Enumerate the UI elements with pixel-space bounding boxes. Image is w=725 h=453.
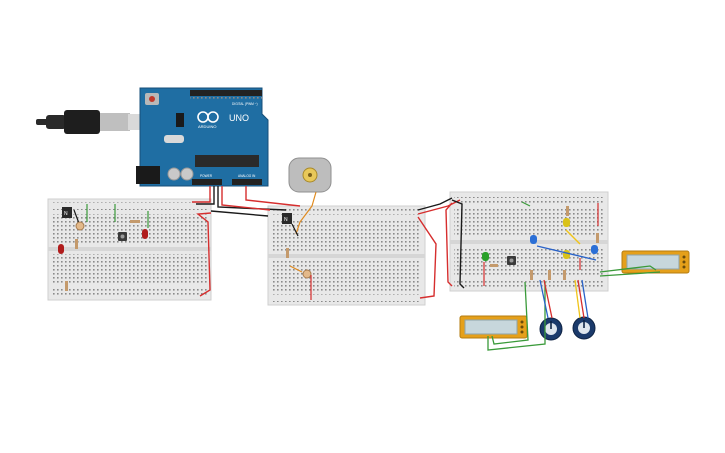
led-blue-2[interactable] bbox=[591, 245, 598, 254]
transistor-2-label: N bbox=[284, 217, 288, 223]
resistor-4 bbox=[286, 248, 289, 258]
wires-arduino bbox=[192, 186, 301, 297]
atmega-chip bbox=[195, 155, 259, 167]
lcd-display-1[interactable] bbox=[621, 250, 690, 274]
power-label: POWER bbox=[200, 174, 213, 178]
bb1-components: N bbox=[58, 204, 149, 291]
usb-cable bbox=[36, 110, 142, 134]
resistor-6 bbox=[596, 233, 599, 243]
power-jack bbox=[136, 166, 160, 184]
lcd-display-2[interactable] bbox=[459, 315, 528, 339]
transistor-1[interactable] bbox=[62, 207, 72, 218]
bb2-components: N bbox=[282, 191, 317, 300]
photoresistor-2[interactable] bbox=[302, 269, 312, 279]
resistor-8 bbox=[530, 270, 533, 280]
arduino-uno-board[interactable]: UNO ARDUINO DIGITAL (PWM ~) POWER ANALOG… bbox=[136, 87, 269, 187]
resistor-9 bbox=[548, 270, 551, 280]
analog-label: ANALOG IN bbox=[238, 174, 256, 178]
led-blue-1[interactable] bbox=[530, 235, 537, 244]
analog-header bbox=[232, 179, 262, 185]
digital-label: DIGITAL (PWM ~) bbox=[232, 102, 258, 106]
wires-peripherals bbox=[487, 265, 661, 351]
led-red-2[interactable] bbox=[58, 244, 64, 254]
breadboard-1[interactable] bbox=[47, 198, 212, 301]
led-green-1[interactable] bbox=[482, 252, 489, 261]
capacitor-2 bbox=[180, 167, 194, 181]
board-model-label: UNO bbox=[229, 113, 249, 123]
capacitor-1 bbox=[167, 167, 181, 181]
led-red-1[interactable] bbox=[142, 229, 148, 239]
bb3-components bbox=[482, 201, 599, 286]
potentiometer-1[interactable] bbox=[539, 317, 563, 341]
resistor-1 bbox=[130, 220, 140, 223]
crystal bbox=[164, 135, 184, 143]
led-yellow-1[interactable] bbox=[563, 218, 570, 227]
wires-bb2-bb3 bbox=[417, 197, 465, 299]
dc-motor[interactable] bbox=[288, 157, 332, 193]
resistor-7 bbox=[490, 264, 498, 267]
transistor-1-label: N bbox=[64, 211, 68, 217]
resistor-2 bbox=[75, 239, 78, 249]
board-brand-label: ARDUINO bbox=[198, 124, 216, 129]
transistor-2[interactable] bbox=[282, 213, 292, 224]
power-header bbox=[192, 179, 222, 185]
digital-header bbox=[190, 90, 262, 96]
resistor-10 bbox=[563, 270, 566, 280]
breadboard-3[interactable] bbox=[449, 191, 609, 292]
breadboard-2[interactable] bbox=[267, 205, 426, 306]
led-yellow-2[interactable] bbox=[563, 250, 570, 259]
resistor-3 bbox=[65, 281, 68, 291]
potentiometer-2[interactable] bbox=[572, 316, 596, 340]
photoresistor-1[interactable] bbox=[75, 221, 85, 231]
resistor-5 bbox=[566, 206, 569, 216]
